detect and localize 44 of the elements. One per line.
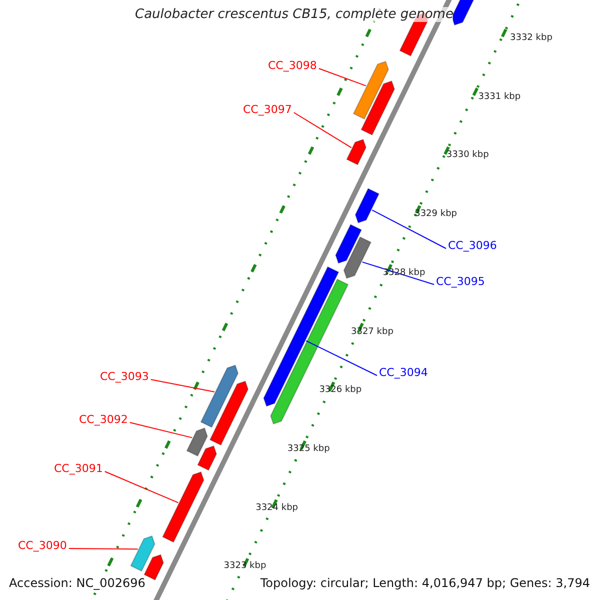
gene-bar [346, 138, 366, 166]
scale-label: 3324 kbp [256, 502, 298, 513]
gene-bar [352, 60, 389, 120]
leader-line [372, 210, 446, 249]
map-info: Topology: circular; Length: 4,016,947 bp; Genes: 3,794 [260, 576, 590, 590]
gene-bar [200, 364, 239, 428]
gene-label: CC_3092 [79, 413, 128, 426]
gene-bar [263, 266, 340, 407]
scale-label: 3329 kbp [414, 209, 457, 220]
gene-label: CC_3097 [243, 103, 292, 116]
leader-line [362, 262, 434, 285]
scale-label: 3330 kbp [446, 150, 489, 160]
scale-label: 3323 kbp [224, 561, 266, 572]
gene-label: CC_3095 [436, 275, 485, 288]
scale-label: 3326 kbp [319, 385, 362, 396]
scale-label: 3327 kbp [351, 326, 394, 336]
gene-bar [209, 380, 249, 446]
gene-bar [130, 535, 156, 572]
scale-label: 3332 kbp [510, 33, 552, 43]
gene-label: CC_3096 [448, 239, 497, 252]
leader-line [104, 471, 179, 504]
gene-label: CC_3090 [18, 539, 67, 552]
gene-bar [335, 224, 362, 264]
gene-bar [197, 445, 217, 471]
gene-label: CC_3091 [54, 462, 103, 475]
gene-label: CC_3093 [100, 370, 149, 383]
gene-label: CC_3098 [268, 59, 317, 72]
gene-bar [354, 188, 380, 224]
gene-bar [186, 428, 208, 457]
gene-bar [162, 471, 204, 543]
leader-line [150, 379, 215, 392]
map-info: Accession: NC_002696 [9, 576, 146, 590]
leader-line [318, 68, 366, 86]
scale-label: 3331 kbp [478, 92, 521, 102]
leader-line [129, 422, 193, 438]
map-title: Caulobacter crescentus CB15, complete genome [135, 7, 454, 22]
gene-bar [360, 80, 395, 136]
leader-line [68, 548, 138, 550]
leader-line [306, 340, 378, 376]
leader-line [293, 112, 352, 148]
scale-label: 3325 kbp [287, 444, 330, 454]
gene-bar [144, 554, 164, 580]
gene-bar [343, 236, 372, 279]
gene-label: CC_3094 [379, 366, 428, 379]
